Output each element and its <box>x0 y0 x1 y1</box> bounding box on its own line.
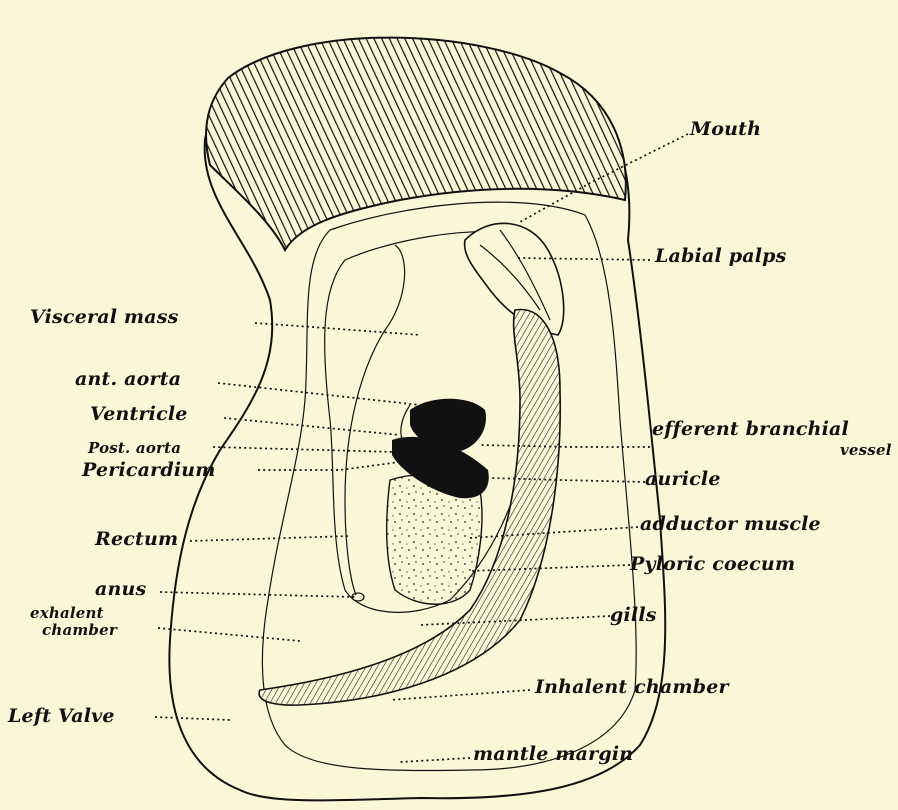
label-rectum: Rectum <box>95 530 178 549</box>
label-auricle: auricle <box>645 470 721 489</box>
label-ant-aorta: ant. aorta <box>75 370 181 389</box>
shell-hinge-hatching <box>206 38 626 250</box>
label-exhalent-1: exhalent <box>30 606 104 621</box>
label-pericardium: Pericardium <box>82 461 216 480</box>
label-labial-palps: Labial palps <box>655 247 787 266</box>
label-left-valve: Left Valve <box>8 707 115 726</box>
label-mouth: Mouth <box>690 120 761 139</box>
label-inhalent-chamber: Inhalent chamber <box>535 678 729 697</box>
label-post-aorta: Post. aorta <box>88 441 181 456</box>
label-pyloric-coecum: Pyloric coecum <box>630 555 795 574</box>
label-mantle-margin: mantle margin <box>473 745 633 764</box>
label-gills: gills <box>610 606 657 625</box>
label-vessel: vessel <box>840 443 892 458</box>
label-efferent-branchial: efferent branchial <box>652 420 849 439</box>
label-visceral-mass: Visceral mass <box>30 308 179 327</box>
label-adductor-muscle: adductor muscle <box>640 515 821 534</box>
label-exhalent-2: chamber <box>42 623 117 638</box>
label-ventricle: Ventricle <box>90 405 188 424</box>
label-anus: anus <box>95 580 146 599</box>
